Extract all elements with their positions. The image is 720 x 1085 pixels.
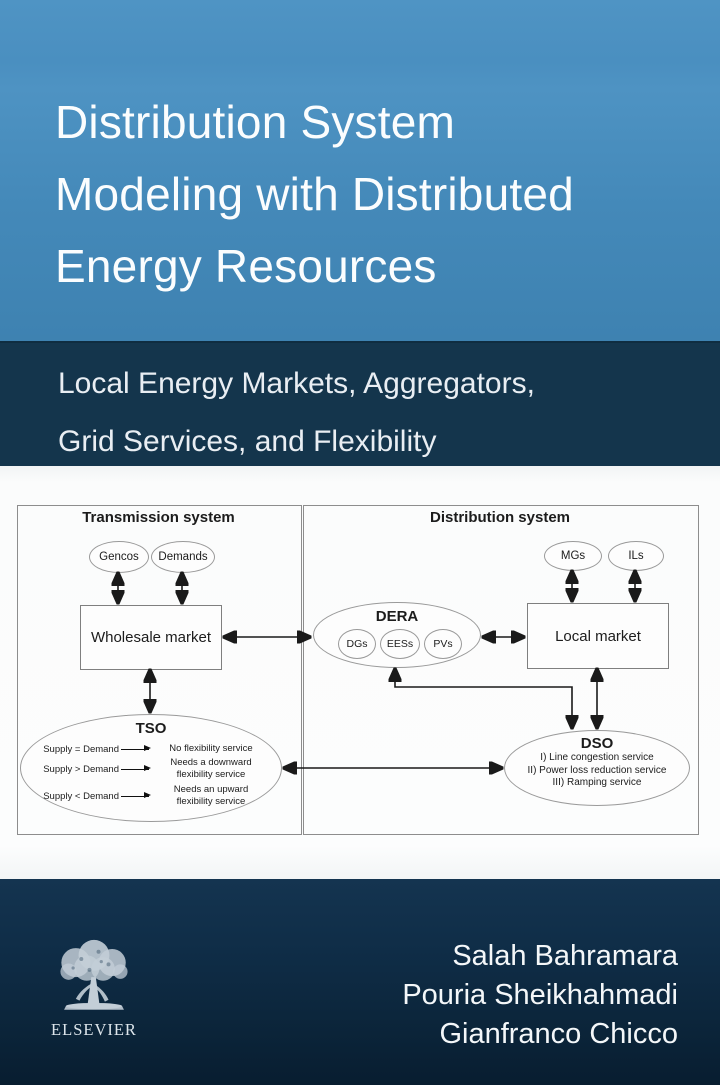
book-subtitle-line-2: Grid Services, and Flexibility [58,425,437,458]
gencos-ellipse: Gencos [89,541,149,573]
tso-service-line: Needs an upward [173,784,249,795]
gencos-label: Gencos [99,551,139,563]
authors-block: Salah Bahramara Pouria Sheikhahmadi Gian… [402,937,678,1054]
book-title-line-2: Modeling with Distributed [55,168,574,220]
author-name: Pouria Sheikhahmadi [402,979,678,1011]
dera-ellipse: DERA DGs EESs PVs [313,602,481,668]
mgs-label: MGs [560,550,586,562]
author-name: Salah Bahramara [452,940,678,972]
tso-service-line: Needs a downward [170,757,252,768]
author-name: Gianfranco Chicco [439,1018,678,1050]
wholesale-market-box: Wholesale market [80,605,222,670]
tso-service-line: No flexibility service [169,743,253,754]
ils-ellipse: ILs [608,541,664,571]
tso-rule-row: Supply = Demand No flexibility service [31,743,271,755]
tso-service: Needs an upward flexibility service [151,784,271,808]
mgs-ellipse: MGs [544,541,602,571]
tso-service-line: flexibility service [176,769,246,780]
tso-condition: Supply < Demand [43,790,119,802]
eess-ellipse: EESs [380,629,420,659]
dera-title: DERA [375,608,419,625]
ils-label: ILs [628,550,644,562]
dso-title: DSO [580,735,614,752]
diagram-panel: Transmission system Distribution system … [0,466,720,879]
distribution-system-label: Distribution system [429,509,571,526]
demands-ellipse: Demands [151,541,215,573]
transmission-system-box [17,505,302,835]
demands-label: Demands [158,551,208,563]
dso-service: I) Line congestion service [540,752,654,763]
tso-condition: Supply > Demand [43,763,119,775]
title-band: Distribution System Modeling with Distri… [0,0,720,341]
elsevier-wordmark: ELSEVIER [51,1020,137,1039]
dso-ellipse: DSO I) Line congestion service II) Power… [504,730,690,806]
tso-rule-row: Supply > Demand Needs a downward flexibi… [31,757,271,781]
distribution-system-box [303,505,699,835]
arrow-right-icon [121,765,151,771]
local-market-box: Local market [527,603,669,669]
elsevier-logo: ELSEVIER [46,939,142,1040]
transmission-system-label: Transmission system [82,509,235,526]
book-subtitle: Local Energy Markets, Aggregators, Grid … [58,355,535,471]
dgs-label: DGs [346,638,368,650]
tso-title: TSO [135,720,167,737]
tso-service-line: flexibility service [176,796,246,807]
dso-service: III) Ramping service [552,777,642,788]
book-title-line-3: Energy Resources [55,240,437,292]
pvs-label: PVs [433,638,453,650]
tso-condition: Supply = Demand [43,743,119,755]
elsevier-tree-icon [60,939,128,1010]
tso-service: No flexibility service [151,743,271,755]
arrow-right-icon [121,792,151,798]
dgs-ellipse: DGs [338,629,376,659]
book-subtitle-line-1: Local Energy Markets, Aggregators, [58,367,535,400]
pvs-ellipse: PVs [424,629,462,659]
dso-service: II) Power loss reduction service [527,764,667,776]
tso-rule-row: Supply < Demand Needs an upward flexibil… [31,784,271,808]
wholesale-market-label: Wholesale market [90,629,212,646]
publisher-band: ELSEVIER Salah Bahramara Pouria Sheikhah… [0,879,720,1085]
local-market-label: Local market [555,627,641,645]
subtitle-band: Local Energy Markets, Aggregators, Grid … [0,341,720,466]
arrow-right-icon [121,745,151,751]
book-title-line-1: Distribution System [55,96,456,148]
tso-ellipse: TSO Supply = Demand No flexibility servi… [20,714,282,822]
tso-service: Needs a downward flexibility service [151,757,271,781]
eess-label: EESs [386,638,414,650]
book-title: Distribution System Modeling with Distri… [55,86,574,302]
